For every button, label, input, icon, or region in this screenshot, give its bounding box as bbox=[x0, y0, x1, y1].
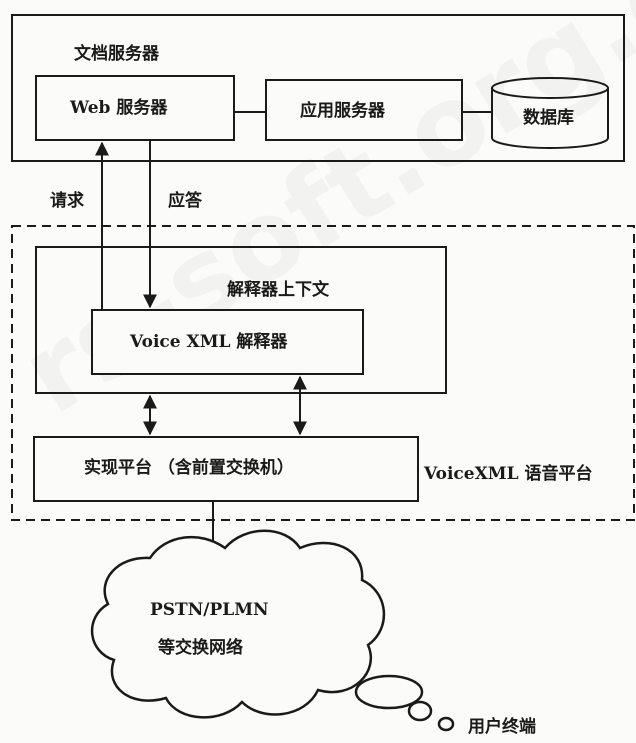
user-terminal-label: 用户终端 bbox=[468, 717, 536, 737]
vxml-platform-boundary bbox=[11, 225, 635, 521]
web-server-label: Web 服务器 bbox=[70, 98, 168, 118]
app-server-box bbox=[265, 79, 463, 141]
database-label: 数据库 bbox=[523, 108, 574, 128]
doc-server-label: 文档服务器 bbox=[74, 44, 159, 64]
interpreter-context-label: 解释器上下文 bbox=[227, 280, 329, 300]
database-cylinder bbox=[491, 77, 609, 149]
vxml-interpreter-label: Voice XML 解释器 bbox=[130, 332, 288, 352]
impl-platform-label: 实现平台 （含前置交换机） bbox=[84, 458, 294, 478]
doc-server-box bbox=[11, 14, 625, 162]
app-server-label: 应用服务器 bbox=[300, 101, 385, 121]
vxml-interpreter-box bbox=[91, 309, 364, 375]
request-label: 请求 bbox=[50, 191, 84, 211]
vxml-platform-label: VoiceXML 语音平台 bbox=[424, 464, 593, 484]
bubble-small bbox=[437, 716, 455, 732]
bubble-large bbox=[354, 674, 424, 710]
impl-platform-box bbox=[33, 436, 419, 502]
network-cloud bbox=[91, 529, 385, 719]
interpreter-context-box bbox=[35, 246, 447, 394]
network-label-line1: PSTN/PLMN bbox=[150, 600, 269, 620]
bubble-medium bbox=[407, 700, 433, 722]
response-label: 应答 bbox=[168, 191, 202, 211]
network-label-line2: 等交换网络 bbox=[158, 638, 243, 658]
web-server-box bbox=[35, 75, 235, 141]
